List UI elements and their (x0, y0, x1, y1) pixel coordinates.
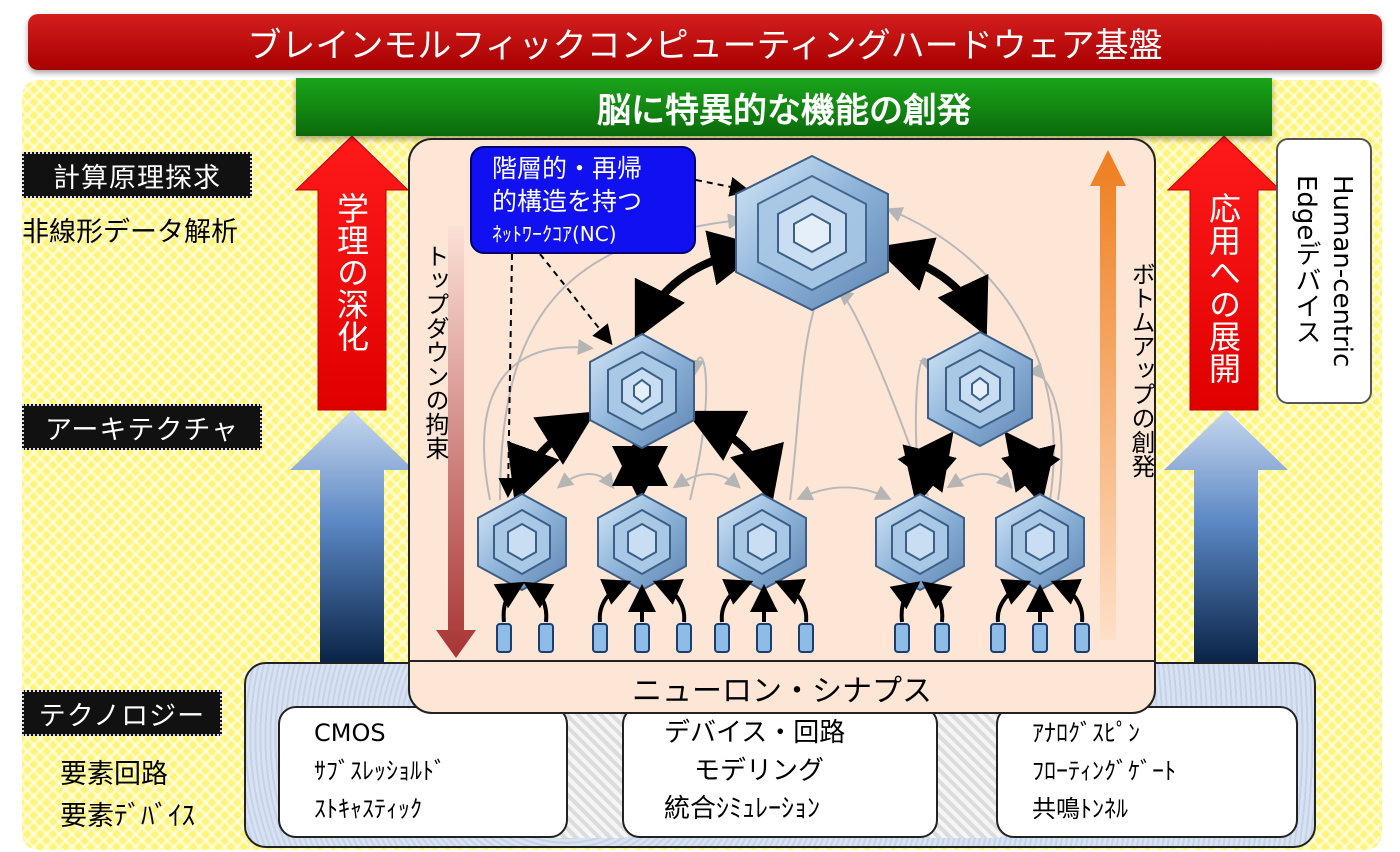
left-blue-arrow (290, 410, 414, 662)
hex-node-leaf-4 (875, 492, 965, 592)
callout-pointer-3 (498, 253, 519, 498)
architecture-heading: アーキテクチャ (22, 404, 262, 450)
hex-nodes (477, 154, 1085, 592)
hex-node-mid-right (927, 330, 1033, 448)
black-arrow-top-left (634, 230, 766, 341)
callout-line-2: 的構造を持つ (492, 187, 643, 216)
right-blue-arrow (1164, 410, 1288, 662)
black-arrow-l-3 (685, 410, 784, 504)
tech-card-analog-line3: 共鳴ﾄﾝﾈﾙ (1032, 795, 1128, 823)
tech-sub-devices: 要素ﾃﾞﾊﾞｲｽ (60, 801, 195, 832)
synapse-terminals (496, 623, 1090, 653)
emergence-text: 脳に特異的な機能の創発 (597, 90, 971, 131)
black-arrow-r-2 (1001, 431, 1061, 506)
tech-card-analog: ｱﾅﾛｸﾞｽﾋﾟﾝ ﾌﾛｰﾃｨﾝｸﾞｹﾞｰﾄ 共鳴ﾄﾝﾈﾙ (996, 706, 1298, 838)
callout-pointer-1 (695, 177, 750, 197)
tech-card-cmos-line2: ｻﾌﾞｽﾚｯｼｮﾙﾄﾞ (314, 757, 446, 785)
black-arrow-l-1 (507, 411, 596, 504)
right-red-arrow (1166, 135, 1282, 411)
theory-subtext: 非線形データ解析 (22, 217, 238, 248)
black-arrow-top-right (874, 237, 989, 337)
gray-link-4 (946, 471, 1013, 489)
gray-arc-8 (836, 289, 929, 497)
left-red-arrow (294, 135, 410, 411)
gray-link-2 (672, 472, 741, 489)
top-down-arrow (436, 226, 476, 658)
network-core-callout: 階層的・再帰 的構造を持つ ﾈｯﾄﾜｰｸｺｱ(NC) (470, 146, 696, 254)
technology-heading: テクノロジー (22, 690, 222, 736)
title-banner: ブレインモルフィックコンピューティングハードウェア基盤 (28, 14, 1382, 70)
tech-card-modeling-line1: デバイス・回路 (664, 718, 846, 748)
top-down-label: トップダウンの拘束 (421, 244, 449, 460)
hex-node-leaf-5 (995, 492, 1085, 592)
hex-node-mid-left (589, 332, 695, 450)
hex-node-root (735, 154, 889, 312)
theory-heading: 計算原理探求 (22, 152, 252, 198)
tech-card-cmos-line3: ｽﾄｷｬｽﾃｨｯｸ (314, 795, 422, 823)
technology-heading-text: テクノロジー (38, 700, 206, 732)
tech-card-cmos: CMOS ｻﾌﾞｽﾚｯｼｮﾙﾄﾞ ｽﾄｷｬｽﾃｨｯｸ (278, 706, 568, 838)
tech-card-modeling: デバイス・回路 モデリング 統合ｼﾐｭﾚｰｼｮﾝ (622, 706, 938, 838)
edge-line-1: Human-centric (1327, 174, 1357, 368)
gray-arc-2 (483, 338, 594, 501)
callout-line-1: 階層的・再帰 (492, 154, 643, 183)
theory-heading-text: 計算原理探求 (53, 162, 221, 194)
input-arrows (493, 579, 1085, 623)
hex-node-leaf-1 (477, 492, 567, 592)
neuron-synapse-label: ニューロン・シナプス (408, 660, 1156, 714)
gray-arc-3 (789, 288, 823, 501)
left-arrow-label: 学理の深化 (332, 192, 370, 352)
right-arrow-label: 応用への展開 (1204, 192, 1242, 384)
hex-node-leaf-3 (717, 492, 807, 592)
tech-sub-circuits: 要素回路 (60, 759, 168, 790)
gray-arc-7 (1026, 362, 1063, 501)
emergence-banner: 脳に特異的な機能の創発 (296, 78, 1272, 136)
edge-line-2: Edgeデバイス (1291, 174, 1321, 345)
tech-card-cmos-line1: CMOS (314, 719, 386, 747)
black-arrow-r-1 (897, 431, 957, 506)
gray-link-3 (796, 485, 892, 501)
bottom-up-arrow (1090, 150, 1126, 640)
neuron-synapse-text: ニューロン・シナプス (632, 674, 932, 709)
callout-line-3: ﾈｯﾄﾜｰｸｺｱ(NC) (492, 222, 617, 246)
architecture-heading-text: アーキテクチャ (44, 414, 240, 446)
hex-node-leaf-2 (597, 492, 687, 592)
title-text: ブレインモルフィックコンピューティングハードウェア基盤 (247, 25, 1163, 66)
tech-card-modeling-line3: 統合ｼﾐｭﾚｰｼｮﾝ (664, 794, 821, 824)
tech-card-analog-line2: ﾌﾛｰﾃｨﾝｸﾞｹﾞｰﾄ (1032, 757, 1176, 785)
tech-card-analog-line1: ｱﾅﾛｸﾞｽﾋﾟﾝ (1032, 719, 1140, 747)
edge-device-text: Human-centric Edgeデバイス (1288, 175, 1360, 367)
edge-device-box: Human-centric Edgeデバイス (1276, 138, 1372, 404)
gray-link-1 (556, 471, 615, 490)
callout-pointer-2 (539, 253, 613, 346)
tech-card-modeling-line2: モデリング (694, 756, 825, 786)
bottom-up-label: ボトムアップの創発 (1127, 262, 1155, 478)
